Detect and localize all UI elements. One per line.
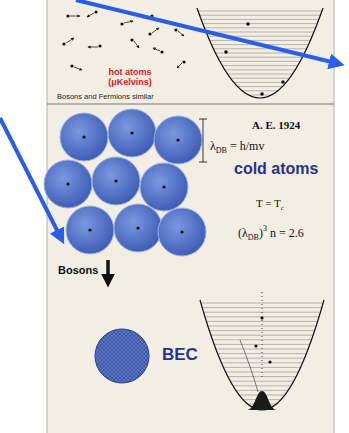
wavepacket <box>44 160 92 208</box>
harmonic-well <box>197 8 323 98</box>
energy-level <box>206 32 314 33</box>
energy-level <box>222 65 298 66</box>
subscript: DB <box>216 146 227 155</box>
energy-level <box>219 358 304 359</box>
hot-atom <box>62 38 74 46</box>
note-label: Bosons and Fermions similar <box>57 93 154 102</box>
bec-blob <box>95 329 149 383</box>
hot-atom <box>153 48 164 54</box>
text-group: hot atoms (μKelvins) <box>92 67 168 88</box>
energy-level <box>203 23 318 24</box>
harmonic-well <box>200 292 324 410</box>
wavepacket <box>60 113 108 161</box>
wavelength-bracket <box>199 119 207 162</box>
energy-level <box>220 61 300 62</box>
hot-atom <box>87 10 98 17</box>
energy-level <box>201 303 323 304</box>
formula-part: ) <box>259 227 263 241</box>
citation-label: A. E. 1924 <box>252 119 300 132</box>
energy-level <box>221 362 302 363</box>
energy-level <box>200 15 321 16</box>
wavepacket <box>114 204 162 252</box>
energy-level <box>242 90 278 91</box>
atom-wavepackets <box>44 109 206 256</box>
energy-level <box>230 78 289 79</box>
energy-levels <box>198 11 322 95</box>
text-group: T = Tc <box>256 197 284 212</box>
energy-level <box>198 11 322 12</box>
text-group: (λDB)3n = 2.6 <box>238 224 304 242</box>
energy-level <box>234 82 286 83</box>
energy-level <box>202 307 322 308</box>
formula-part: = h/mv <box>230 140 264 154</box>
subscript: c <box>281 204 284 212</box>
wavepacket <box>92 157 140 205</box>
hot-atom <box>148 28 159 36</box>
hot-atom <box>130 38 139 48</box>
energy-level <box>218 57 303 58</box>
wavepacket <box>154 116 202 164</box>
energy-level <box>248 95 271 96</box>
down-arrow <box>106 260 110 282</box>
wavepacket <box>158 208 206 256</box>
formula-part: λ <box>210 140 216 154</box>
energy-level <box>225 69 296 70</box>
hot-atom <box>177 60 186 68</box>
energy-level <box>201 19 319 20</box>
pointer-arrow <box>0 118 62 240</box>
wavepacket <box>66 206 114 254</box>
text-group: λDB= h/mv <box>210 140 264 155</box>
formula-part: (λ <box>238 227 248 241</box>
energy-level <box>209 330 314 331</box>
subscript: DB <box>248 233 259 242</box>
text-group: A. E. 1924 <box>252 119 300 132</box>
energy-level <box>227 74 292 75</box>
hot-atom <box>88 44 102 47</box>
energy-level <box>230 381 293 382</box>
superscript: 3 <box>263 224 267 233</box>
divider <box>47 104 334 105</box>
formula-part: n = 2.6 <box>270 227 304 241</box>
hot-atom <box>174 28 184 36</box>
energy-level <box>211 335 313 336</box>
energy-level <box>206 321 317 322</box>
energy-level <box>233 385 291 386</box>
energy-level <box>236 390 288 391</box>
pointer-arrow <box>76 0 340 64</box>
energy-level <box>223 367 300 368</box>
panel <box>47 0 334 433</box>
particle-label: Bosons <box>58 264 98 277</box>
heading-label: cold atoms <box>234 160 318 178</box>
energy-level <box>210 40 311 41</box>
heading-label: hot atoms (μKelvins) <box>108 67 152 87</box>
energy-level <box>204 27 315 28</box>
text-group: Bosons <box>58 264 98 277</box>
energy-level <box>238 86 283 87</box>
hot-atoms <box>62 10 185 70</box>
text-group: cold atoms <box>234 160 318 178</box>
hot-atom <box>120 21 133 26</box>
text-group: Bosons and Fermions similar <box>57 93 154 102</box>
text-group: BEC <box>162 345 198 365</box>
energy-level <box>213 48 306 49</box>
hot-atom <box>66 14 80 17</box>
hot-atom <box>70 64 82 70</box>
wavepacket <box>108 109 156 157</box>
energy-level <box>208 326 316 327</box>
energy-level <box>218 353 307 354</box>
heading-label: BEC <box>162 345 198 365</box>
formula-part: T = T <box>256 197 281 210</box>
wavepacket <box>140 163 188 211</box>
